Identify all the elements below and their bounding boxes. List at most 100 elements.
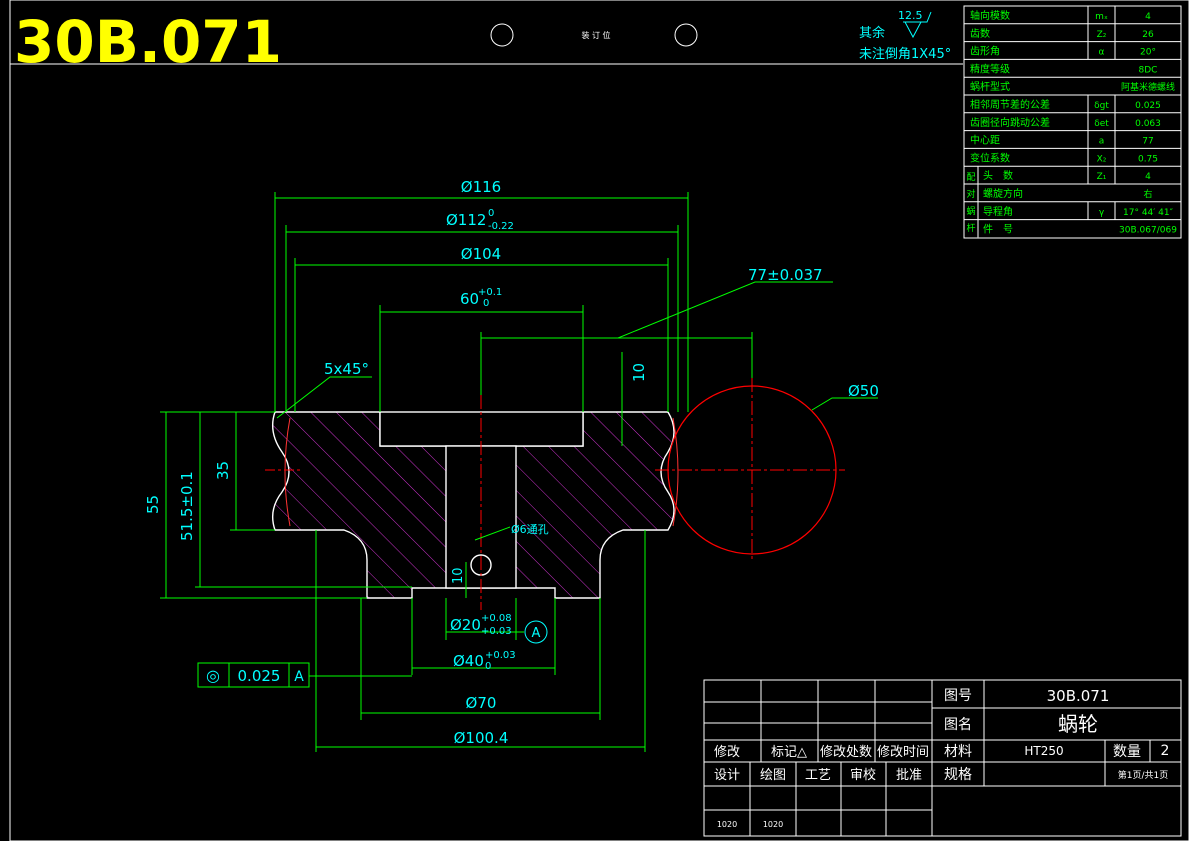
- pitch-arc-left: [284, 417, 291, 527]
- param-symbol: Z₂: [1097, 30, 1107, 40]
- drawing-no-value: 30B.071: [1047, 687, 1110, 705]
- dim-center-distance: 77±0.037: [748, 266, 823, 284]
- param-name: 精度等级: [970, 62, 1010, 75]
- border-outer: [9, 0, 1189, 841]
- param-symbol: mₓ: [1095, 12, 1108, 22]
- dim-chamfer: 5x45°: [324, 360, 369, 378]
- worm-gear-section: [272, 411, 679, 599]
- drawing-no-label: 图号: [944, 688, 972, 704]
- param-value: 0.025: [1135, 101, 1161, 111]
- param-value: 阿基米德螺线: [1121, 81, 1175, 93]
- param-name: 轴向模数: [970, 9, 1010, 22]
- rev-header-0: 修改: [714, 745, 740, 760]
- rev-header-2: 修改处数: [820, 745, 872, 760]
- dim-d50: Ø50: [848, 382, 879, 400]
- param-name: 头 数: [983, 169, 1013, 182]
- param-value: 26: [1142, 30, 1154, 40]
- param-value: 20°: [1140, 48, 1156, 58]
- material-value: HT250: [1024, 744, 1063, 758]
- param-side-label: 对: [966, 188, 975, 200]
- param-symbol: a: [1099, 137, 1105, 147]
- param-name: 中心距: [970, 134, 1000, 147]
- binding-hole-left-icon: [490, 23, 514, 47]
- tolerance-frame: ◎ 0.025 A: [197, 662, 310, 688]
- name-value: 蜗轮: [1058, 712, 1098, 736]
- param-value: 17° 44′ 41″: [1123, 208, 1174, 218]
- hole-note: Ø6通孔: [511, 523, 549, 536]
- title-block: [703, 679, 1182, 837]
- dim-d60-upper: +0.1: [478, 287, 502, 298]
- param-value: 4: [1145, 12, 1151, 22]
- tolerance-value: 0.025: [238, 667, 281, 685]
- param-symbol: δgt: [1094, 101, 1109, 111]
- dim-d40-lower: 0: [485, 661, 491, 672]
- dim-d60: 60: [460, 290, 479, 308]
- rev-header-1: 标记△: [771, 745, 807, 760]
- param-name: 相邻周节差的公差: [970, 98, 1050, 111]
- dim-51-5: 51.5±0.1: [178, 471, 196, 541]
- param-name: 齿数: [970, 27, 990, 40]
- parameter-table-frame: [963, 5, 1182, 239]
- dim-d40: Ø40: [453, 652, 484, 670]
- drawing-number-title: 30B.071: [14, 8, 282, 76]
- dim-d20-lower: +0.03: [481, 626, 512, 637]
- dim-d20: Ø20: [450, 616, 481, 634]
- sign-header-1: 绘图: [760, 768, 786, 783]
- name-label: 图名: [944, 717, 972, 733]
- dimension-lines: [160, 192, 878, 752]
- dim-10-top: 10: [630, 363, 648, 382]
- param-value: 右: [1143, 188, 1152, 200]
- param-side-label: 蜗: [966, 206, 975, 217]
- tolerance-frame-box: [197, 662, 310, 688]
- sign-header-2: 工艺: [805, 768, 831, 783]
- material-label: 材料: [944, 744, 972, 760]
- sign-header-0: 设计: [714, 768, 740, 783]
- dim-d60-lower: 0: [483, 298, 489, 309]
- qty-label: 数量: [1113, 744, 1141, 760]
- dim-d116: Ø116: [461, 178, 501, 196]
- sheet-count: 第1页/共1页: [1118, 769, 1169, 781]
- param-value: 0.063: [1135, 119, 1161, 129]
- tolerance-datum: A: [294, 669, 304, 685]
- param-name: 导程角: [983, 206, 1013, 218]
- dim-10-low: 10: [451, 567, 466, 584]
- param-name: 变位系数: [970, 151, 1010, 164]
- dim-d20-upper: +0.08: [481, 613, 512, 624]
- dim-d112: Ø112: [446, 211, 486, 229]
- param-value: 77: [1142, 137, 1153, 147]
- dim-d112-lower: -0.22: [488, 221, 514, 232]
- roughness-value: 12.5: [898, 9, 923, 22]
- concentricity-icon: ◎: [206, 666, 220, 685]
- param-side-label: 杆: [966, 222, 975, 234]
- dim-55: 55: [144, 495, 162, 514]
- param-value: 4: [1145, 172, 1151, 182]
- datum-label: A: [532, 626, 541, 641]
- binding-label: 装 订 位: [581, 30, 610, 40]
- qty-value: 2: [1161, 743, 1170, 759]
- param-name: 齿圈径向跳动公差: [970, 116, 1050, 129]
- param-symbol: δet: [1094, 119, 1109, 129]
- date-0: 1020: [717, 820, 737, 829]
- roughness-symbol-icon: [903, 11, 932, 39]
- param-value: 0.75: [1138, 154, 1158, 164]
- sign-header-3: 审校: [850, 767, 876, 783]
- param-symbol: X₂: [1097, 154, 1107, 164]
- param-name: 齿形角: [970, 46, 1000, 58]
- param-name: 件 号: [983, 224, 1013, 236]
- param-name: 蜗杆型式: [970, 80, 1010, 93]
- dim-35: 35: [214, 461, 232, 480]
- spec-label: 规格: [944, 767, 972, 783]
- param-side-label: 配: [966, 172, 975, 183]
- param-value: 30B.067/069: [1119, 226, 1177, 236]
- sign-header-4: 批准: [896, 768, 922, 783]
- param-symbol: γ: [1099, 208, 1105, 218]
- dim-d100: Ø100.4: [454, 729, 509, 747]
- dim-d70: Ø70: [466, 694, 497, 712]
- dim-d104: Ø104: [461, 245, 501, 263]
- rev-header-3: 修改时间: [877, 745, 929, 760]
- datum-circle-icon: [524, 620, 548, 644]
- param-name: 螺旋方向: [983, 187, 1023, 200]
- param-symbol: Z₁: [1097, 172, 1107, 182]
